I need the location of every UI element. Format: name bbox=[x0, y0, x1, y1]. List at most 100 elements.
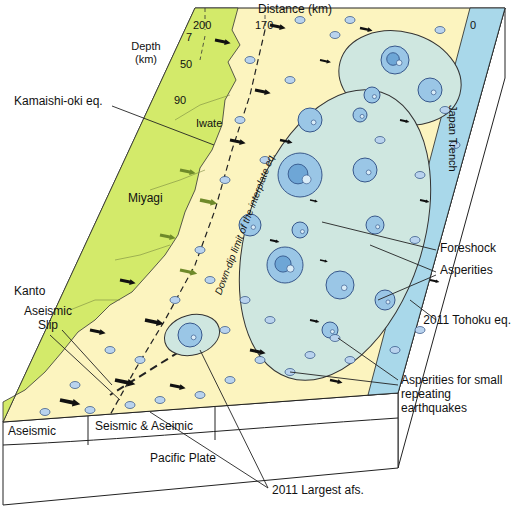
small-asperity bbox=[386, 300, 390, 304]
small-asperity bbox=[396, 60, 402, 66]
zone-divider bbox=[215, 407, 216, 440]
asperity bbox=[292, 222, 308, 238]
slip-arrow bbox=[119, 277, 136, 286]
callout-label: Foreshock bbox=[440, 242, 496, 256]
zone-label: Aseismic bbox=[8, 425, 56, 439]
small-asperity bbox=[85, 407, 95, 414]
slip-arrow bbox=[89, 327, 106, 336]
asperity bbox=[278, 153, 322, 197]
callout-label: Asperities bbox=[440, 264, 493, 278]
slip-arrow bbox=[59, 396, 81, 408]
slip-arrow bbox=[249, 347, 266, 356]
small-asperity bbox=[372, 95, 376, 99]
asperity bbox=[178, 323, 202, 347]
small-asperity bbox=[376, 225, 380, 229]
small-asperity bbox=[345, 357, 355, 364]
axis-title: Distance (km) bbox=[240, 3, 350, 17]
small-asperity bbox=[245, 57, 255, 64]
asperity bbox=[267, 247, 303, 283]
small-asperity bbox=[220, 327, 230, 334]
slip-arrows bbox=[59, 22, 440, 408]
small-asperity bbox=[345, 17, 355, 24]
small-asperity bbox=[305, 352, 315, 359]
axis-tick: 0 bbox=[470, 19, 476, 32]
asperity bbox=[366, 216, 384, 234]
small-asperities bbox=[40, 17, 460, 416]
small-asperity bbox=[265, 317, 275, 324]
small-asperity bbox=[195, 392, 205, 399]
depth-tick: 90 bbox=[174, 94, 186, 107]
region-name: Kanto bbox=[14, 285, 45, 299]
feature-label: Japan Trench bbox=[447, 93, 460, 183]
small-asperity bbox=[330, 330, 334, 334]
small-asperity bbox=[70, 382, 80, 389]
small-asperity bbox=[415, 327, 425, 334]
small-asperity bbox=[375, 137, 385, 144]
small-asperity bbox=[255, 357, 265, 364]
small-asperity bbox=[330, 32, 340, 39]
asperity bbox=[298, 108, 322, 132]
small-asperity bbox=[341, 285, 347, 291]
slip-arrow bbox=[360, 26, 374, 33]
small-asperity bbox=[311, 120, 316, 125]
asperity bbox=[353, 108, 367, 122]
small-asperity bbox=[287, 265, 294, 272]
callout-label: 2011 Tohoku eq. bbox=[423, 314, 511, 328]
slip-arrow bbox=[310, 318, 320, 324]
axis-title: Depth (km) bbox=[124, 40, 168, 65]
small-asperity bbox=[170, 297, 180, 304]
small-asperity bbox=[300, 230, 304, 234]
small-asperity bbox=[191, 335, 196, 340]
small-asperity bbox=[360, 114, 364, 118]
small-asperity bbox=[285, 77, 295, 84]
small-asperity bbox=[415, 172, 425, 179]
slip-arrow bbox=[270, 238, 280, 244]
prefecture-border bbox=[70, 300, 120, 310]
slip-arrow bbox=[280, 138, 294, 145]
asperity bbox=[364, 87, 380, 103]
small-asperity bbox=[390, 347, 400, 354]
callout-label: Kamaishi-oki eq. bbox=[14, 95, 103, 109]
prefecture-border bbox=[115, 245, 170, 260]
slip-arrow bbox=[159, 232, 176, 241]
small-asperity bbox=[295, 17, 305, 24]
slip-arrow bbox=[400, 118, 410, 124]
prefecture-border bbox=[150, 170, 205, 190]
slip-arrow bbox=[169, 382, 186, 391]
slip-arrow bbox=[179, 267, 198, 277]
plate-top bbox=[3, 418, 398, 445]
slip-arrow bbox=[254, 87, 271, 96]
plate-surface bbox=[3, 8, 505, 422]
slip-arrow bbox=[320, 58, 332, 64]
small-asperity bbox=[205, 277, 215, 284]
small-asperity bbox=[125, 402, 135, 409]
asperity bbox=[418, 78, 442, 102]
axis-tick: 200 bbox=[193, 19, 211, 32]
axis-tick: 170 bbox=[255, 19, 273, 32]
depth-tick: 7 bbox=[186, 31, 192, 44]
slip-arrow bbox=[114, 376, 136, 388]
slip-arrow bbox=[430, 278, 440, 284]
slip-arrow bbox=[330, 378, 344, 385]
region-name: Miyagi bbox=[128, 192, 163, 206]
small-asperity bbox=[155, 397, 165, 404]
plate-name: Pacific Plate bbox=[150, 452, 216, 466]
small-asperity bbox=[435, 27, 445, 34]
asperity bbox=[326, 271, 354, 299]
depth-tick: 50 bbox=[180, 58, 192, 71]
leader-lines bbox=[50, 106, 436, 488]
callout-label: Aseismic Slip bbox=[18, 305, 78, 333]
slip-arrow bbox=[420, 198, 430, 204]
slip-arrow bbox=[320, 259, 328, 264]
slip-arrow bbox=[199, 197, 218, 207]
callout-label: Asperities for small repeating earthquak… bbox=[401, 374, 511, 415]
small-asperity bbox=[251, 225, 255, 229]
small-asperity bbox=[235, 117, 245, 124]
region-name: Iwate bbox=[196, 117, 222, 130]
slip-arrow bbox=[144, 316, 164, 327]
asperity bbox=[353, 158, 377, 182]
callout-label: 2011 Largest afs. bbox=[272, 484, 364, 498]
small-asperity bbox=[220, 177, 230, 184]
slip-arrow bbox=[179, 167, 196, 176]
